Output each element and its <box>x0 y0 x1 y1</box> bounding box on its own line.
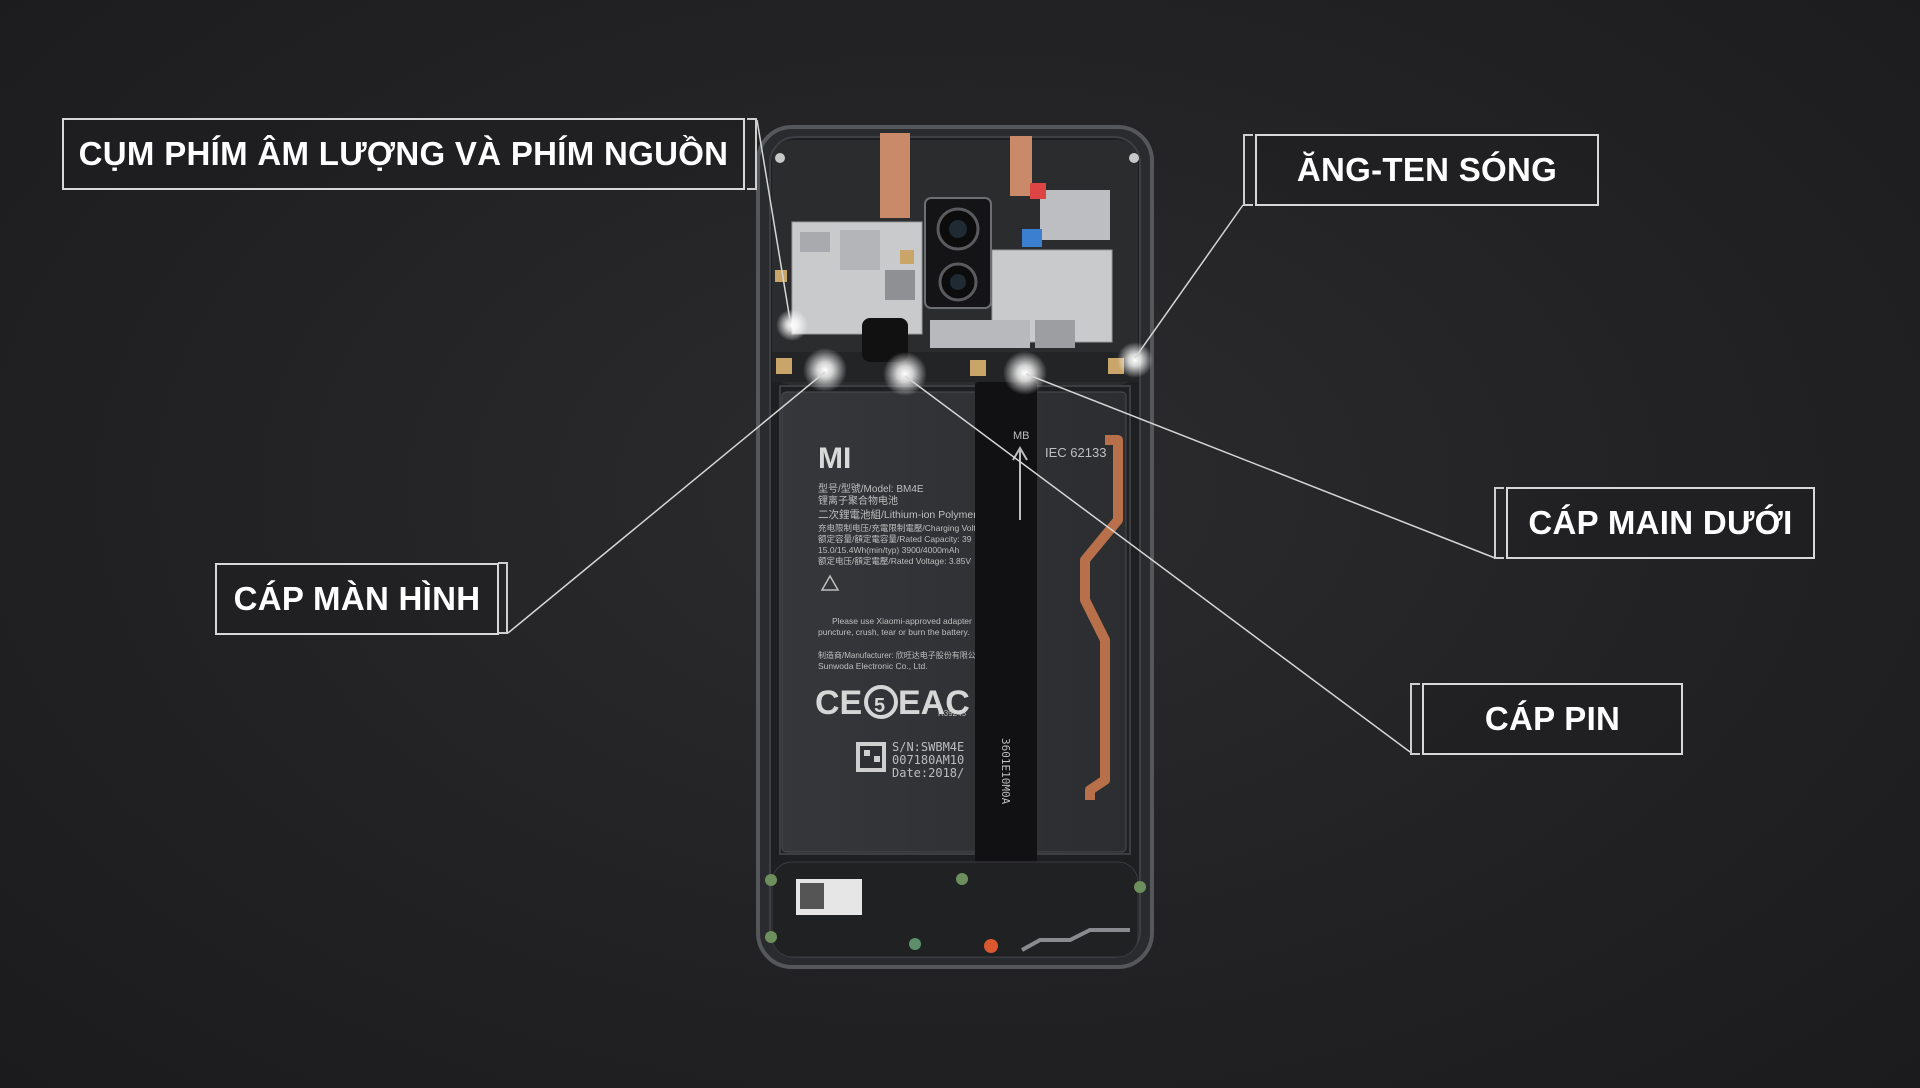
label-power-volume-buttons: CỤM PHÍM ÂM LƯỢNG VÀ PHÍM NGUỒN <box>62 118 745 190</box>
copper-tape <box>880 133 910 218</box>
svg-text:二次鋰電池組/Lithium-ion Polymer: 二次鋰電池組/Lithium-ion Polymer <box>818 508 977 521</box>
battery-brand: MI <box>818 442 851 475</box>
svg-text:额定容量/額定電容量/Rated Capacity: 39: 额定容量/額定電容量/Rated Capacity: 39 <box>818 534 972 544</box>
svg-text:S/N:SWBM4E: S/N:SWBM4E <box>892 740 964 754</box>
leader-display <box>507 371 826 634</box>
svg-text:MB: MB <box>1013 430 1030 442</box>
svg-text:Sunwoda Electronic Co., Ltd.: Sunwoda Electronic Co., Ltd. <box>818 661 928 671</box>
svg-text:puncture, crush, tear or burn: puncture, crush, tear or burn the batter… <box>818 627 970 637</box>
svg-text:EAC: EAC <box>898 684 970 722</box>
battery-model: 型号/型號/Model: BM4E <box>818 482 924 495</box>
leader-lines <box>507 119 1496 753</box>
label-battery-cable: CÁP PIN <box>1422 683 1683 755</box>
leader-battery <box>904 375 1411 753</box>
svg-text:5: 5 <box>874 695 885 717</box>
svg-text:15.0/15.4Wh(min/typ) 3900/400: 15.0/15.4Wh(min/typ) 3900/4000mAh <box>818 545 960 555</box>
svg-text:Please use Xiaomi-approved ada: Please use Xiaomi-approved adapter <box>832 616 972 626</box>
label-antenna: ĂNG-TEN SÓNG <box>1255 134 1599 206</box>
svg-text:IEC 62133: IEC 62133 <box>1045 445 1106 460</box>
leader-antenna <box>1134 204 1244 359</box>
leader-power-volume <box>756 119 791 321</box>
svg-text:3601E10M0A: 3601E10M0A <box>999 738 1012 805</box>
svg-text:007180AM10: 007180AM10 <box>892 753 964 767</box>
bracket-battery <box>1410 683 1420 755</box>
bracket-main-bottom <box>1494 487 1504 559</box>
label-display-cable: CÁP MÀN HÌNH <box>215 563 499 635</box>
bracket-antenna <box>1243 134 1253 206</box>
leader-main-bottom <box>1025 373 1496 559</box>
svg-text:锂离子聚合物电池: 锂离子聚合物电池 <box>818 494 898 507</box>
bracket-power-volume <box>747 118 757 190</box>
antenna-flex <box>1080 435 1123 800</box>
battery <box>781 391 1127 853</box>
bottom-board <box>771 861 1139 958</box>
bracket-display <box>498 562 508 634</box>
ce-mark: CE <box>815 684 862 722</box>
label-main-bottom-cable: CÁP MAIN DƯỚI <box>1506 487 1815 559</box>
svg-text:R39245: R39245 <box>938 709 967 718</box>
display-connector-cutout <box>862 318 908 362</box>
svg-text:制造商/Manufacturer: 欣旺达电子股份有限公司: 制造商/Manufacturer: 欣旺达电子股份有限公司 <box>818 650 984 660</box>
svg-text:充电限制电压/充電限制電壓/Charging Volt: 充电限制电压/充電限制電壓/Charging Volt <box>818 523 976 533</box>
svg-text:额定电压/額定電壓/Rated Voltage: 3.85V: 额定电压/額定電壓/Rated Voltage: 3.85V <box>818 556 971 566</box>
svg-text:Date:2018/: Date:2018/ <box>892 766 964 780</box>
battery-flex-cable <box>975 382 1037 878</box>
